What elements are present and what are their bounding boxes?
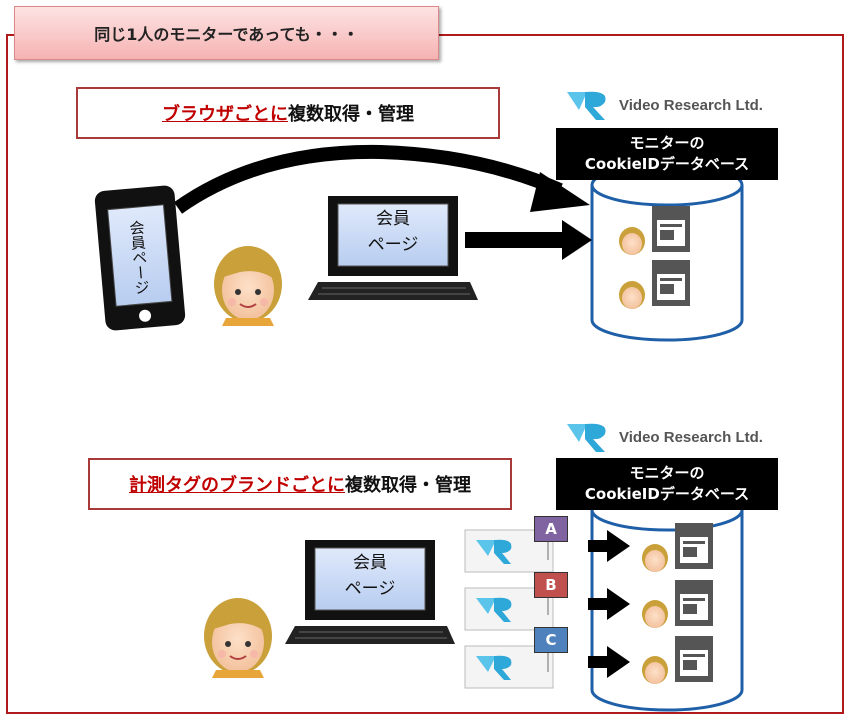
section2-callout-rest: 複数取得・管理 [345, 475, 471, 496]
smartphone-icon [94, 185, 186, 331]
section2-arrow-a [588, 530, 630, 562]
brand-tag-c: C [534, 627, 568, 653]
section2-laptop-screen-text: 会員 ページ [315, 550, 425, 602]
brand-tag-a: A [534, 516, 568, 542]
section1-laptop-screen-text: 会員 ページ [338, 206, 448, 258]
section2-laptop-icon [285, 540, 455, 644]
section2-db-title-line2: CookieIDデータベース [584, 485, 750, 503]
person-avatar-large [214, 246, 282, 326]
section1-db-title: モニターの CookieIDデータベース [556, 128, 778, 180]
curved-arrow-head [530, 172, 590, 212]
section1-arrow [465, 220, 592, 260]
section1-db-title-line1: モニターの [629, 134, 705, 152]
section2-arrow-b [588, 588, 630, 620]
section1-laptop-icon [308, 196, 478, 300]
section2-db-title: モニターの CookieIDデータベース [556, 458, 778, 510]
vr-logo-icon [567, 91, 606, 120]
tag-document-b [464, 587, 554, 631]
vr-logo-icon [567, 423, 606, 452]
section1-db-entry-2 [619, 260, 690, 309]
section2-db-entry-3 [642, 636, 713, 684]
section1-callout: ブラウザごとに複数取得・管理 [76, 87, 500, 139]
section2-callout: 計測タグのブランドごとに複数取得・管理 [88, 458, 512, 510]
section2-db-title-line1: モニターの [629, 464, 705, 482]
tag-document-c [464, 645, 554, 689]
section2-arrow-c [588, 646, 630, 678]
header-banner: 同じ1人のモニターであっても・・・ [14, 6, 439, 60]
section1-database-cylinder [590, 163, 744, 342]
section1-callout-rest: 複数取得・管理 [288, 104, 414, 125]
section1-db-entry-1 [619, 206, 690, 255]
section1-laptop-screen-line1: 会員 [376, 209, 410, 229]
person-avatar-large-2 [204, 598, 272, 678]
section2-db-entry-2 [642, 580, 713, 628]
brand-tag-b: B [534, 572, 568, 598]
curved-arrow [173, 144, 563, 214]
section2-callout-emphasis: 計測タグのブランドごとに [129, 475, 345, 496]
section2-laptop-screen-line2: ページ [344, 579, 396, 599]
section2-db-entry-1 [642, 523, 713, 572]
section2-logo-text: Video Research Ltd. [619, 428, 763, 446]
header-title: 同じ1人のモニターであっても・・・ [94, 25, 359, 44]
section1-laptop-screen-line2: ページ [367, 235, 419, 255]
section1-callout-emphasis: ブラウザごとに [162, 104, 288, 125]
section1-logo-text: Video Research Ltd. [619, 96, 763, 114]
section2-vr-logo: Video Research Ltd. [565, 420, 763, 454]
section1-db-title-line2: CookieIDデータベース [584, 155, 750, 173]
section1-vr-logo: Video Research Ltd. [565, 88, 763, 122]
section2-laptop-screen-line1: 会員 [353, 553, 387, 573]
